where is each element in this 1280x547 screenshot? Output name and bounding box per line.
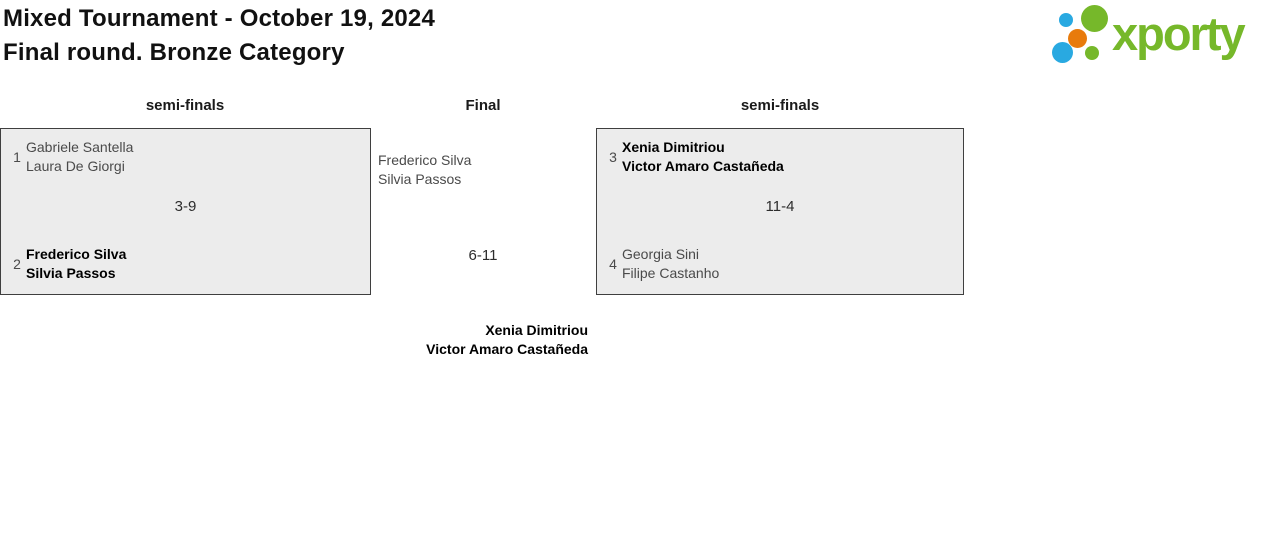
match-score: 11-4 bbox=[765, 198, 795, 215]
player-name: Xenia Dimitriou bbox=[485, 322, 588, 338]
player-name: Filipe Castanho bbox=[622, 265, 720, 281]
page-subtitle: Final round. Bronze Category bbox=[3, 39, 345, 66]
player-name: Silvia Passos bbox=[378, 171, 462, 187]
final-match-score: 6-11 bbox=[468, 247, 498, 264]
team-seed-3: 3 Xenia Dimitriou Victor Amaro Castañeda bbox=[605, 138, 784, 176]
column-header-semifinals-right: semi-finals bbox=[740, 97, 820, 114]
player-name: Victor Amaro Castañeda bbox=[622, 158, 784, 174]
player-name: Xenia Dimitriou bbox=[622, 139, 725, 155]
final-team-champion: Xenia Dimitriou Victor Amaro Castañeda bbox=[360, 321, 588, 359]
seed-number: 3 bbox=[609, 149, 617, 165]
match-score: 3-9 bbox=[174, 198, 197, 215]
match-semifinal-2: 3 Xenia Dimitriou Victor Amaro Castañeda… bbox=[596, 128, 964, 295]
player-name: Gabriele Santella bbox=[26, 139, 134, 155]
logo-blue-top-dot-icon bbox=[1059, 13, 1073, 27]
xporty-logo[interactable]: xporty bbox=[1050, 2, 1276, 68]
player-name: Laura De Giorgi bbox=[26, 158, 125, 174]
team-seed-4: 4 Georgia Sini Filipe Castanho bbox=[605, 245, 719, 283]
match-semifinal-1: 1 Gabriele Santella Laura De Giorgi 3-9 … bbox=[0, 128, 371, 295]
player-name: Silvia Passos bbox=[26, 265, 116, 281]
team-seed-1: 1 Gabriele Santella Laura De Giorgi bbox=[9, 138, 133, 176]
final-team-finalist: Frederico Silva Silvia Passos bbox=[378, 151, 471, 189]
player-name: Frederico Silva bbox=[26, 246, 127, 262]
player-name: Frederico Silva bbox=[378, 152, 472, 168]
page-title: Mixed Tournament - October 19, 2024 bbox=[3, 5, 436, 32]
column-header-semifinals-left: semi-finals bbox=[145, 97, 225, 114]
page-title-block: Mixed Tournament - October 19, 2024 Fina… bbox=[3, 2, 435, 70]
seed-number: 4 bbox=[609, 256, 617, 272]
logo-green-large-dot-icon bbox=[1081, 5, 1108, 32]
seed-number: 1 bbox=[13, 149, 21, 165]
logo-blue-bottom-dot-icon bbox=[1052, 42, 1073, 63]
player-name: Georgia Sini bbox=[622, 246, 700, 262]
logo-green-small-dot-icon bbox=[1085, 46, 1099, 60]
column-header-final: Final bbox=[465, 97, 501, 114]
player-name: Victor Amaro Castañeda bbox=[426, 341, 588, 357]
logo-wordmark: xporty bbox=[1112, 7, 1246, 60]
logo-dots-icon bbox=[1050, 2, 1112, 68]
seed-number: 2 bbox=[13, 256, 21, 272]
logo-orange-dot-icon bbox=[1068, 29, 1087, 48]
team-seed-2: 2 Frederico Silva Silvia Passos bbox=[9, 245, 126, 283]
